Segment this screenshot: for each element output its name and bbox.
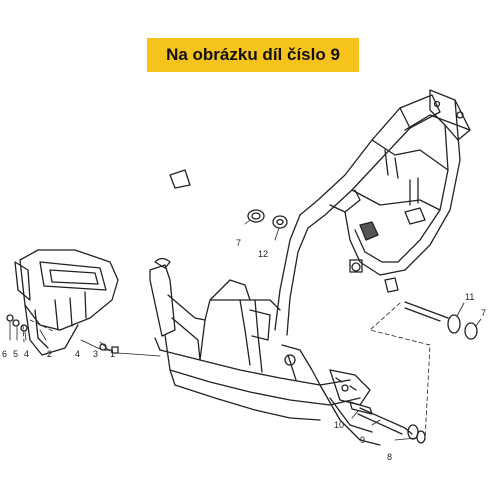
part-5-washer [12,319,20,327]
callout-2: 2 [47,349,52,359]
title-text: Na obrázku díl číslo 9 [166,45,340,64]
assembly-lines [22,302,431,441]
callout-1: 1 [110,349,115,359]
callout-11: 11 [465,292,474,302]
callout-9: 9 [360,435,365,445]
callout-5: 5 [13,349,18,359]
part-11-pivot-pin [404,301,461,334]
leader-lines [9,219,482,441]
callout-7-upper: 7 [236,238,241,248]
part-12-bushing [272,215,288,229]
callout-12: 12 [258,249,268,259]
part-7-cap [464,322,478,340]
callout-3: 3 [93,349,98,359]
frame-body [149,89,471,446]
part-8-bushing [416,430,426,444]
callout-6: 6 [2,349,7,359]
callout-4-center: 4 [75,349,80,359]
callout-8: 8 [387,452,392,462]
part-6-nut [6,314,14,322]
part-7-grommet-upper [247,209,265,223]
part-2-front-bracket [14,249,119,356]
callout-7-right: 7 [481,308,486,318]
callout-4-left: 4 [24,349,29,359]
callout-10: 10 [334,420,344,430]
title-banner: Na obrázku díl číslo 9 [147,38,359,72]
part-4-bolt-left [20,324,28,332]
